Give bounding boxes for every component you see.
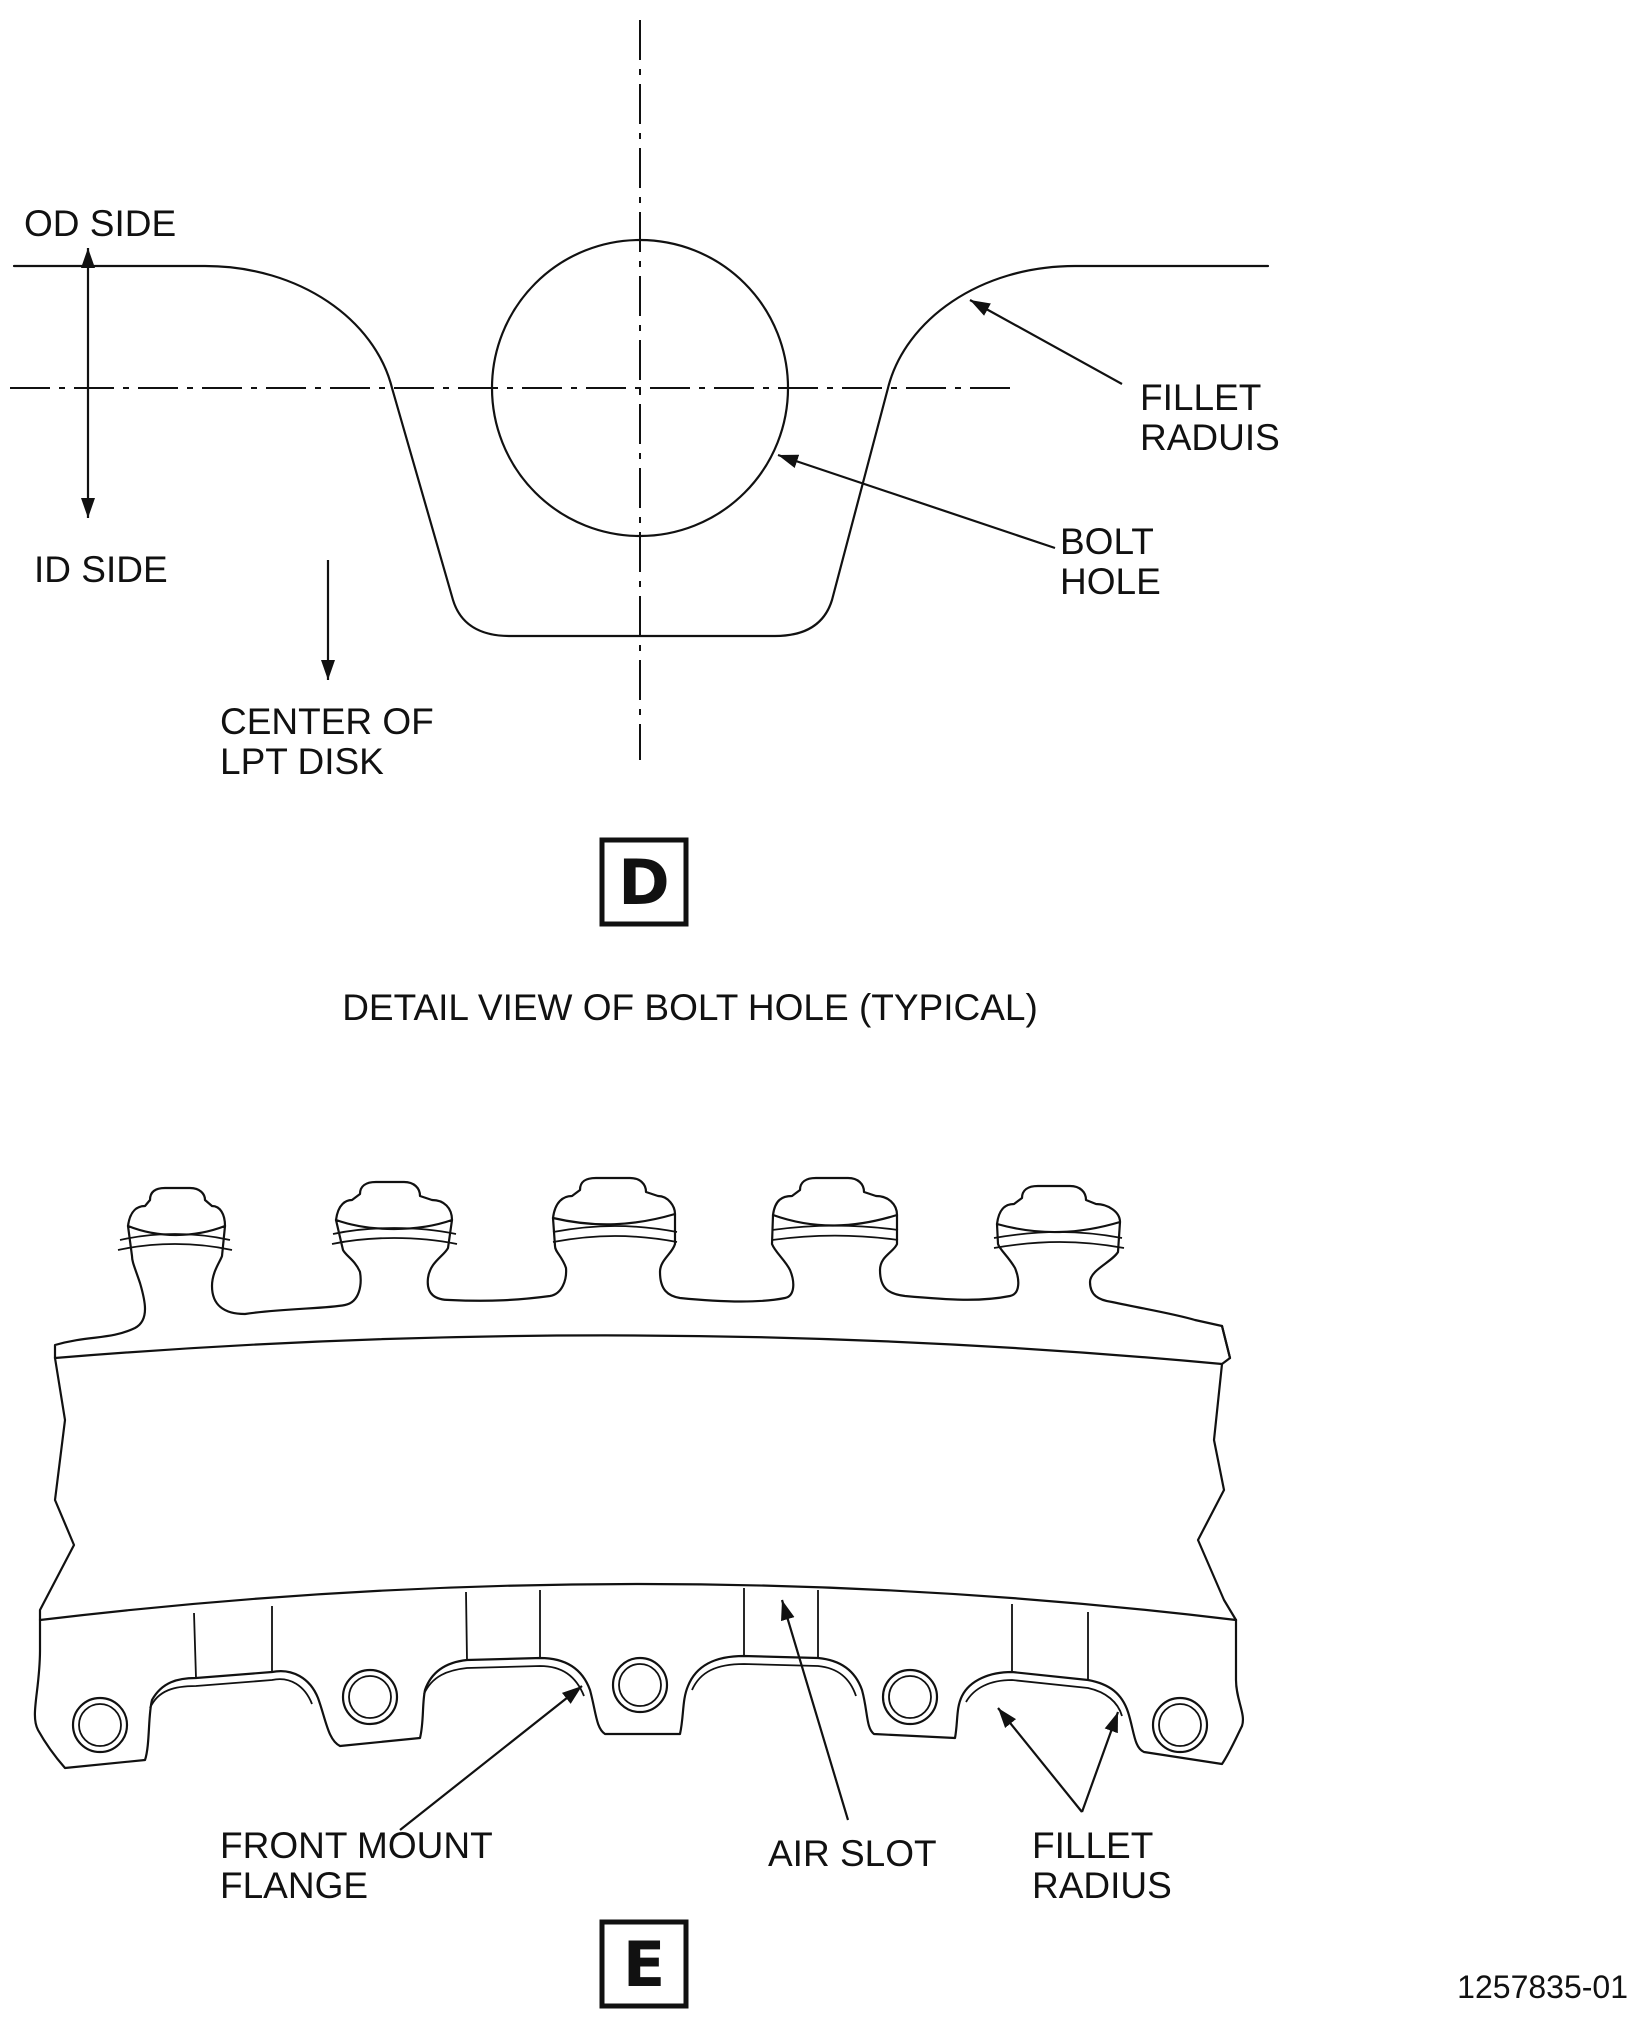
hole-label: HOLE <box>1060 561 1161 602</box>
figure-number: 1257835-01 <box>1457 1969 1628 2005</box>
fillet-radius-leader-right <box>1080 1711 1120 1813</box>
bolt-hole-leader <box>777 453 1056 550</box>
detail-d-box <box>599 837 689 927</box>
flange-label: FLANGE <box>220 1865 368 1906</box>
detail-d-letter: D <box>618 846 669 919</box>
flange-top-edge <box>53 1212 1232 1360</box>
flange-bolt-holes <box>71 1656 1209 1754</box>
slot-profile <box>12 264 1270 638</box>
bolt-label: BOLT <box>1060 521 1154 562</box>
air-slot-label: AIR SLOT <box>768 1833 937 1874</box>
detail-d-title: DETAIL VIEW OF BOLT HOLE (TYPICAL) <box>342 987 1038 1028</box>
fillet-label-e: FILLET <box>1032 1825 1153 1866</box>
raduis-label: RADUIS <box>1140 417 1280 458</box>
rim-upper-arc <box>53 1334 1224 1366</box>
boss-tops <box>126 1176 1122 1228</box>
center-of-label: CENTER OF <box>220 701 434 742</box>
fillet-label-d: FILLET <box>1140 377 1261 418</box>
flange-lower-inner-line <box>149 1663 1123 1717</box>
air-slot-lines <box>193 1588 1089 1680</box>
left-side-edge <box>38 1356 76 1622</box>
front-mount-flange-leader <box>399 1685 583 1831</box>
radius-label-e: RADIUS <box>1032 1865 1172 1906</box>
fillet-leader <box>969 299 1123 385</box>
air-slot-leader <box>780 1599 850 1821</box>
lpt-disk-label: LPT DISK <box>220 741 384 782</box>
right-side-edge <box>1196 1324 1238 1622</box>
detail-d-view: OD SIDE ID SIDE CENTER OF LPT DISK FILLE… <box>10 20 1280 1028</box>
od-side-label: OD SIDE <box>24 203 176 244</box>
boss-stripes <box>117 1224 1125 1251</box>
front-mount-label: FRONT MOUNT <box>220 1825 493 1866</box>
detail-e-letter: E <box>623 1928 665 2001</box>
flange-lower-outline <box>33 1618 1244 1770</box>
id-side-label: ID SIDE <box>34 549 168 590</box>
detail-e-box <box>599 1919 689 2009</box>
detail-e-view: FRONT MOUNT FLANGE AIR SLOT FILLET RADIU… <box>33 1176 1244 2009</box>
rim-lower-arc <box>38 1582 1238 1622</box>
fillet-radius-leader-left <box>997 1707 1083 1813</box>
bolt-hole-circle <box>490 238 790 538</box>
